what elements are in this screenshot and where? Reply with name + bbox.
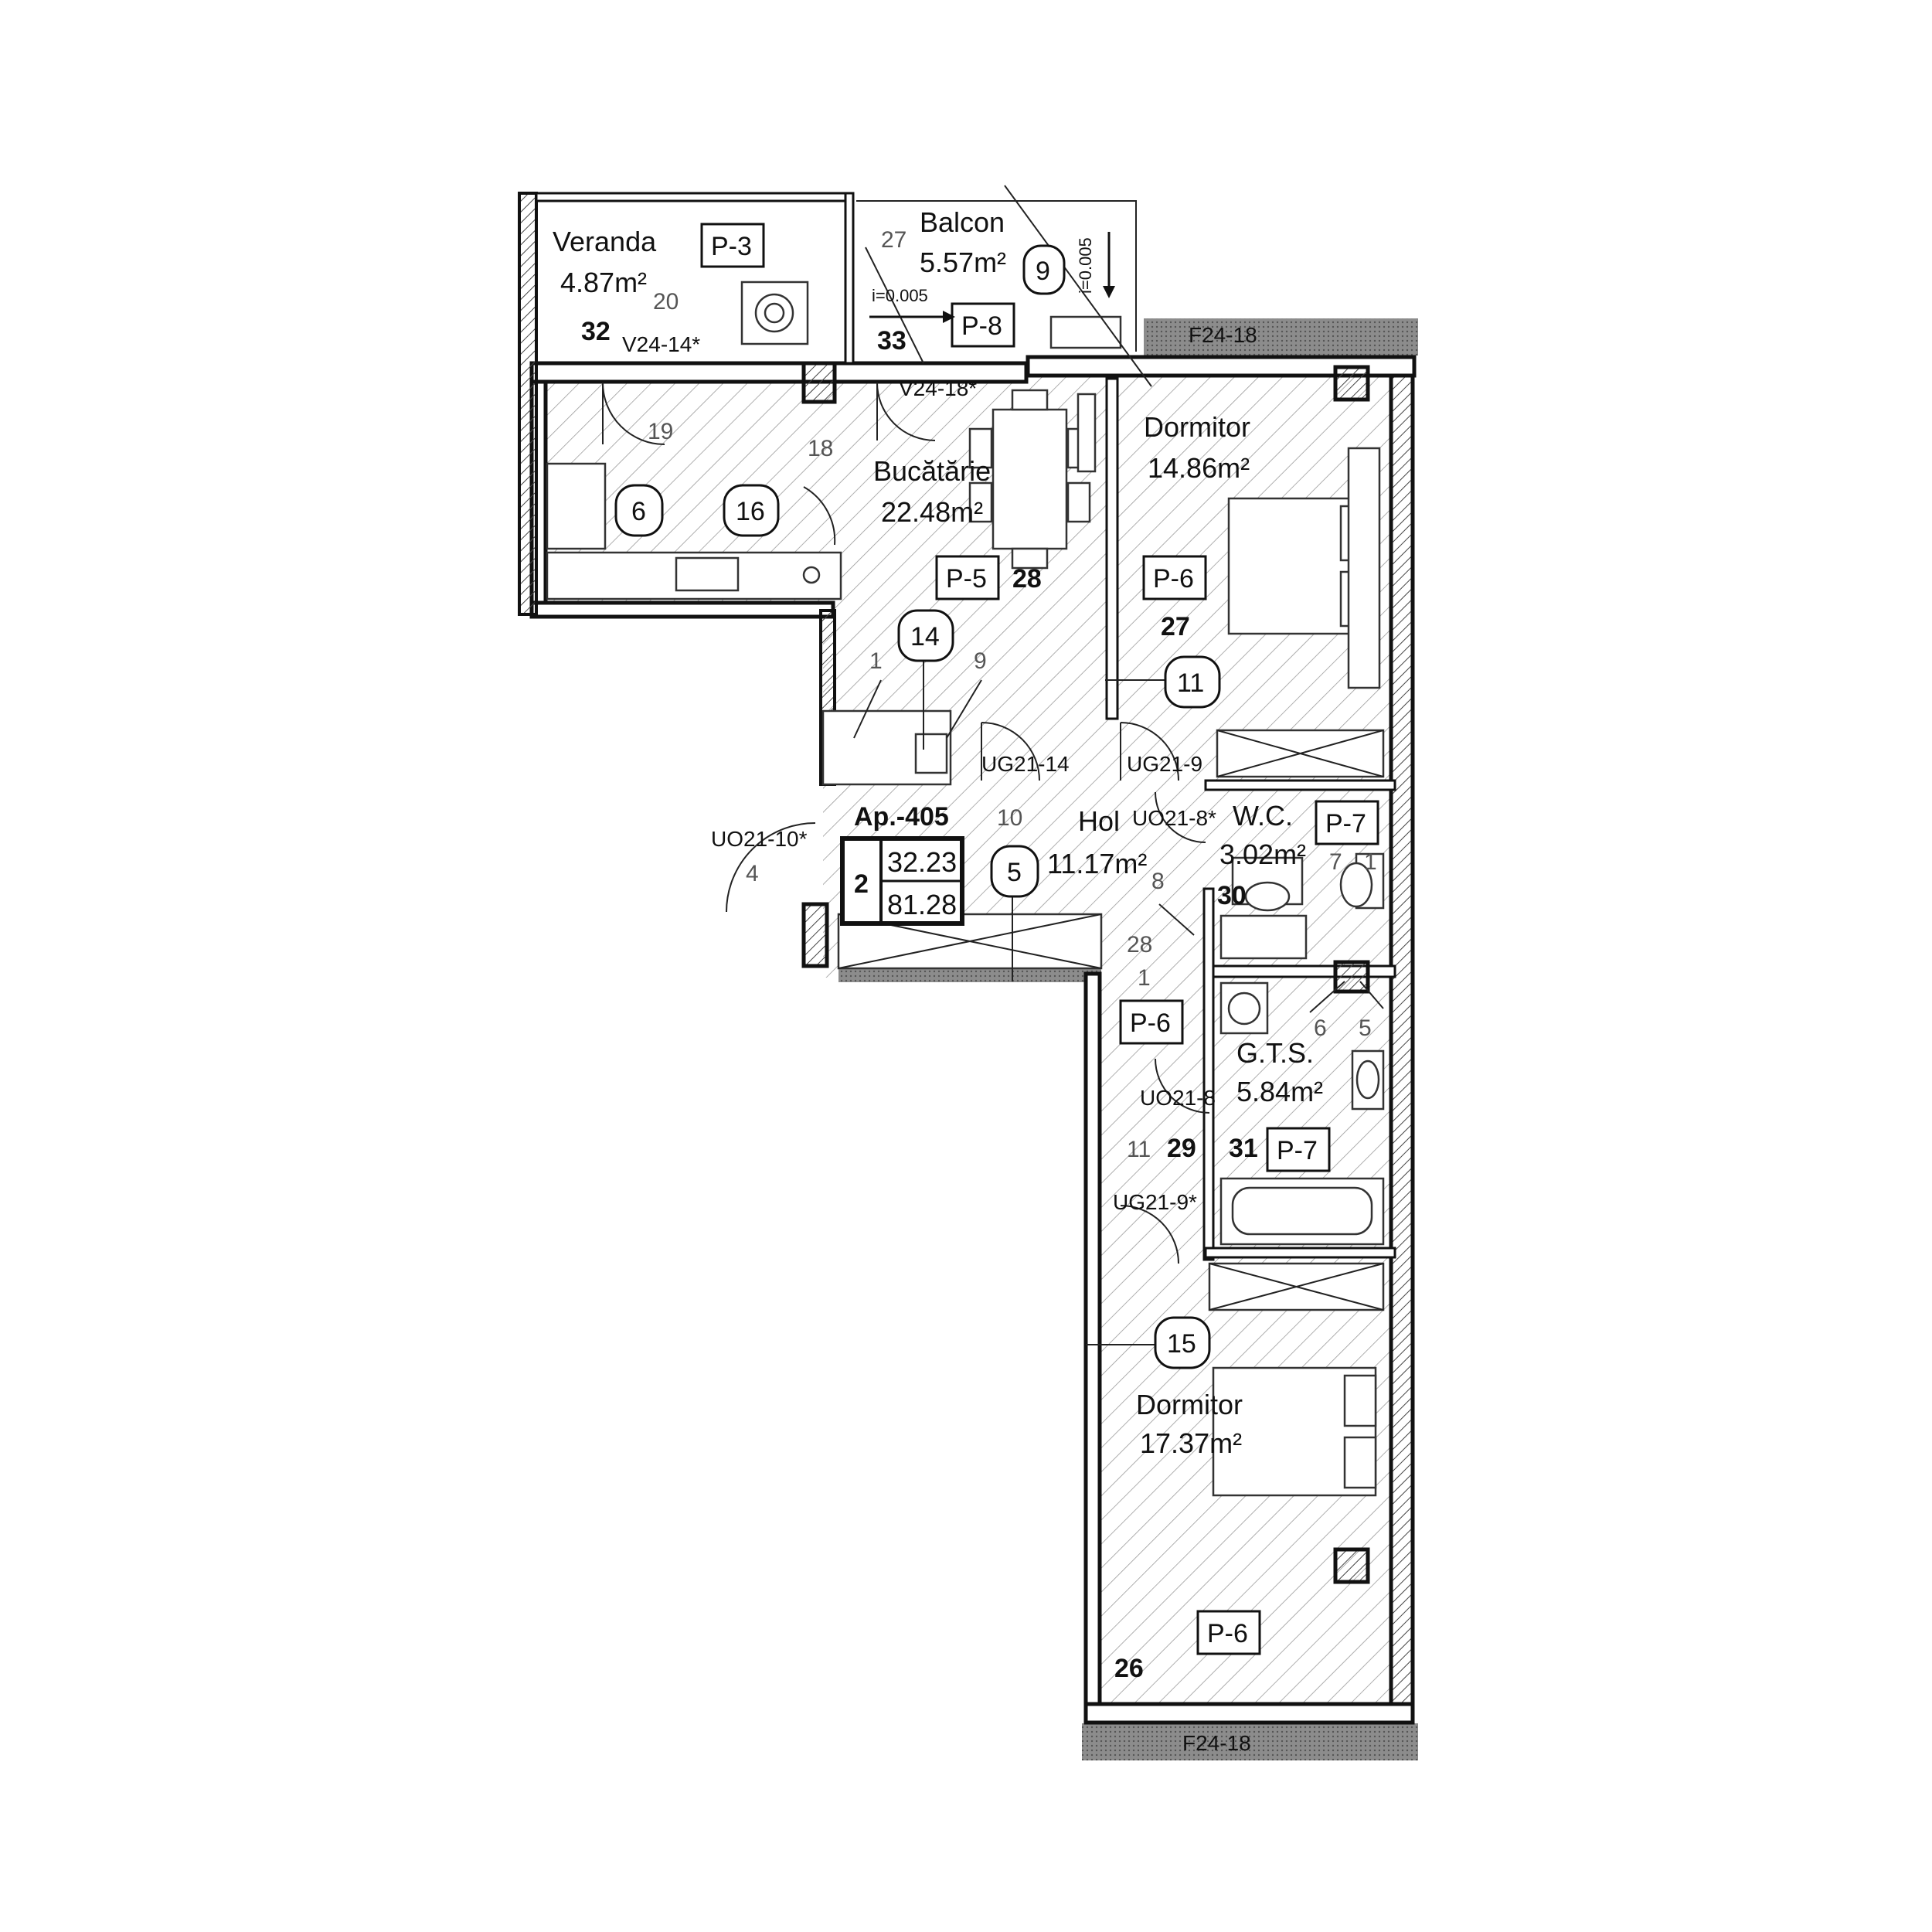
veranda-name: Veranda <box>553 226 657 257</box>
veranda-area: 4.87m² <box>560 267 647 298</box>
ref-1c: 1 <box>1364 849 1377 875</box>
dormitor2-area: 17.37m² <box>1140 1427 1242 1459</box>
num-kitchen: 28 <box>1012 564 1042 594</box>
tag-bucatarie: P-5 <box>946 564 987 594</box>
ref-10: 10 <box>997 805 1022 831</box>
ref-7: 7 <box>1329 849 1342 875</box>
code-ug3: UG21-9* <box>1113 1190 1197 1214</box>
gts-area: 5.84m² <box>1236 1076 1323 1107</box>
ref-1a: 1 <box>869 648 883 674</box>
num-gts-b: 31 <box>1229 1134 1258 1163</box>
balcon-name: Balcon <box>920 206 1005 238</box>
ref-4: 4 <box>746 861 759 886</box>
apartment-rooms: 2 <box>854 869 869 899</box>
apartment-name: Ap.-405 <box>854 802 949 832</box>
gts-name: G.T.S. <box>1236 1037 1314 1069</box>
tag-dormitor2: P-6 <box>1207 1619 1248 1648</box>
code-ug2: UG21-9 <box>1127 752 1202 776</box>
ref-11: 11 <box>1127 1137 1151 1162</box>
code-f-bottom: F24-18 <box>1182 1731 1251 1755</box>
code-uo2: UO21-8 <box>1140 1086 1216 1110</box>
walls <box>518 192 1417 1725</box>
room-labels: Veranda 4.87m² Balcon 5.57m² Bucătărie 2… <box>553 206 1323 1459</box>
tag-wc: P-7 <box>1325 809 1366 838</box>
num-dormitor2: 26 <box>1114 1654 1144 1683</box>
bucatarie-name: Bucătărie <box>873 455 991 487</box>
door-window-codes: V24-14* V24-18* F24-18 F24-18 UG21-14 UG… <box>622 323 1257 1755</box>
code-v1: V24-14* <box>622 332 700 356</box>
ref-5: 5 <box>1359 1015 1372 1041</box>
ref-19: 19 <box>648 419 673 444</box>
dormitor2-name: Dormitor <box>1136 1389 1243 1420</box>
ref-20: 20 <box>653 289 679 315</box>
num-balcon: 33 <box>877 326 906 355</box>
num-wc: 30 <box>1217 881 1247 910</box>
dormitor1-name: Dormitor <box>1144 411 1250 443</box>
num-gts-a: 29 <box>1167 1134 1196 1163</box>
tag-hol: P-6 <box>1130 1009 1171 1038</box>
slope-notes: i=0.005 i=0.005 <box>869 232 1115 323</box>
code-ug1: UG21-14 <box>981 752 1070 776</box>
wc-area: 3.02m² <box>1219 838 1306 870</box>
ref-numbers: 27 20 19 18 1 9 10 4 8 28 1 7 1 6 5 11 <box>648 227 1377 1162</box>
marker-kitchen-a: 6 <box>631 497 646 526</box>
ref-27: 27 <box>881 227 906 253</box>
balcon-area: 5.57m² <box>920 247 1006 278</box>
ref-8: 8 <box>1151 869 1165 894</box>
num-veranda: 32 <box>581 317 611 346</box>
wc-name: W.C. <box>1233 800 1293 832</box>
tag-dormitor1: P-6 <box>1153 564 1194 594</box>
num-dormitor1: 27 <box>1161 612 1190 641</box>
marker-dormitor2: 15 <box>1167 1329 1196 1359</box>
bucatarie-area: 22.48m² <box>881 496 983 528</box>
marker-balcon: 9 <box>1036 257 1050 286</box>
ref-6: 6 <box>1314 1015 1327 1041</box>
finish-tags: P-3 P-8 P-5 P-6 P-7 P-6 P-7 P-6 <box>700 223 1379 1655</box>
apartment-summary: Ap.-405 2 32.23 81.28 <box>840 802 964 926</box>
ref-28: 28 <box>1127 932 1152 957</box>
apartment-area-useful: 32.23 <box>887 846 957 878</box>
tag-veranda: P-3 <box>711 232 752 261</box>
hol-name: Hol <box>1078 805 1120 837</box>
ref-9: 9 <box>974 648 987 674</box>
code-v2: V24-18* <box>899 376 977 400</box>
furniture <box>546 281 1385 1497</box>
facade-bands <box>838 318 1418 1760</box>
marker-kitchen-b: 16 <box>736 497 765 526</box>
code-uo1: UO21-8* <box>1132 806 1216 830</box>
door-swings <box>602 382 1210 1264</box>
slope-1: i=0.005 <box>872 286 928 305</box>
marker-dormitor1: 11 <box>1177 668 1204 698</box>
apartment-area-total: 81.28 <box>887 889 957 920</box>
code-uo-entry: UO21-10* <box>711 827 808 851</box>
bold-numbers: 32 33 28 27 30 29 31 26 <box>581 317 1258 1683</box>
slope-2: i=0.005 <box>1076 237 1095 294</box>
ref-1b: 1 <box>1138 965 1151 991</box>
circle-markers: 9 6 16 14 11 5 15 <box>614 244 1221 1369</box>
tag-gts: P-7 <box>1277 1136 1318 1165</box>
ref-18: 18 <box>808 436 833 461</box>
tag-balcon: P-8 <box>961 311 1002 341</box>
marker-hol-b: 5 <box>1007 858 1022 887</box>
marker-hol-a: 14 <box>910 622 940 651</box>
dormitor1-area: 14.86m² <box>1148 452 1250 484</box>
hol-area: 11.17m² <box>1047 848 1147 879</box>
code-f-top: F24-18 <box>1189 323 1257 347</box>
